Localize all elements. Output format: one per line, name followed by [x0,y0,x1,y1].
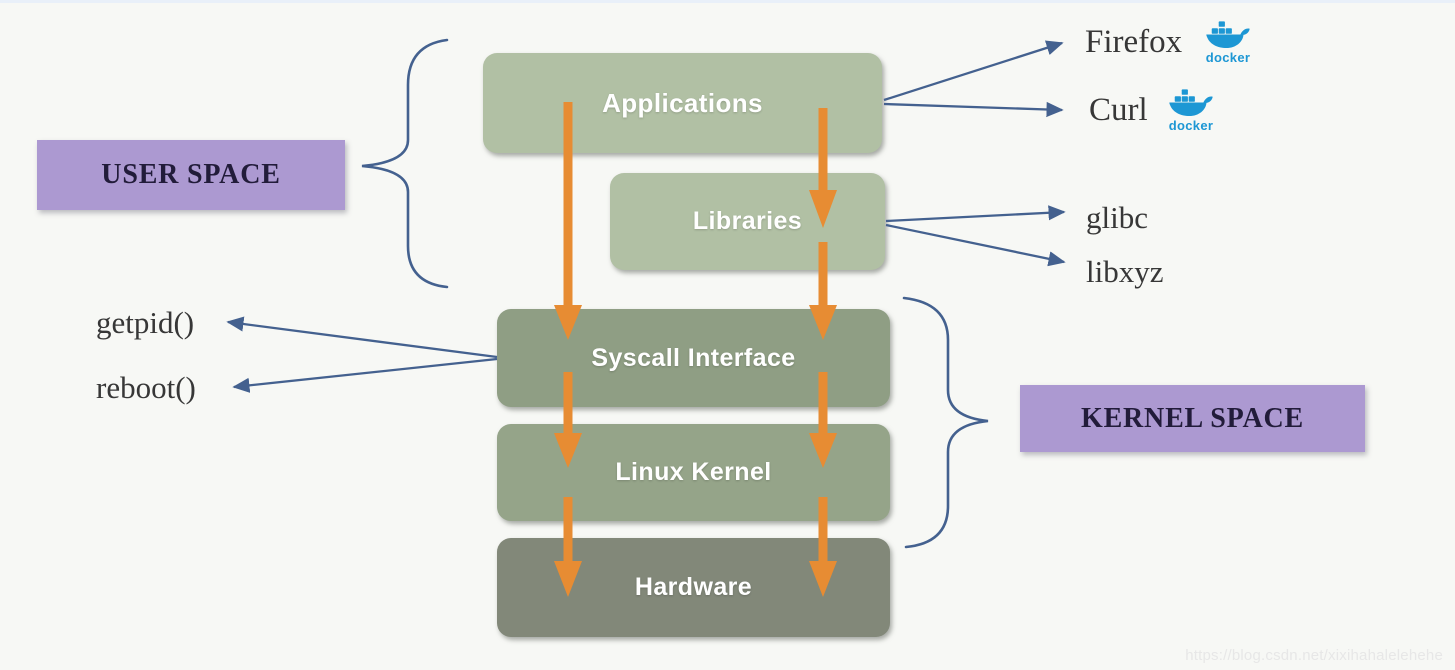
arrow-libraries-to-glibc [885,205,1066,223]
docker-badge-curl: docker [1159,84,1223,133]
watermark-url: https://blog.csdn.net/xixihahalelehehe [1185,647,1443,664]
arrow-syscall-to-getpid [226,316,498,359]
user-space-label: USER SPACE [101,159,281,190]
reboot-label: reboot() [96,370,196,405]
kernel-space-box: KERNEL SPACE [1020,385,1365,452]
hardware-box: Hardware [497,538,890,637]
getpid-label: getpid() [96,305,195,340]
arrow-applications-to-firefox [883,40,1064,102]
syscall-interface-label: Syscall Interface [591,343,796,372]
docker-whale-icon [1169,89,1213,117]
libraries-label: Libraries [692,207,803,235]
applications-label: Applications [602,87,763,118]
libraries-box: Libraries [610,173,885,270]
docker-logo-label: docker [1205,50,1251,65]
user-space-box: USER SPACE [37,140,345,210]
arrow-libraries-to-libxyz [885,223,1066,267]
linux-kernel-label: Linux Kernel [615,458,772,486]
docker-badge-firefox: docker [1196,16,1260,65]
linux-kernel-box: Linux Kernel [497,424,890,521]
glibc-label: glibc [1086,200,1148,235]
kernel-space-brace [902,296,989,549]
docker-logo-label: docker [1168,118,1214,133]
syscall-interface-box: Syscall Interface [497,309,890,407]
libxyz-label: libxyz [1086,254,1164,289]
arrow-syscall-to-reboot [232,357,498,393]
applications-box: Applications [483,53,882,153]
top-edge-line [0,0,1455,3]
curl-label: Curl [1089,92,1148,128]
kernel-space-label: KERNEL SPACE [1080,402,1305,434]
hardware-label: Hardware [634,573,753,601]
firefox-label: Firefox [1085,24,1183,60]
docker-whale-icon [1206,21,1250,49]
user-space-brace [361,38,449,289]
arrow-applications-to-curl [883,101,1064,118]
